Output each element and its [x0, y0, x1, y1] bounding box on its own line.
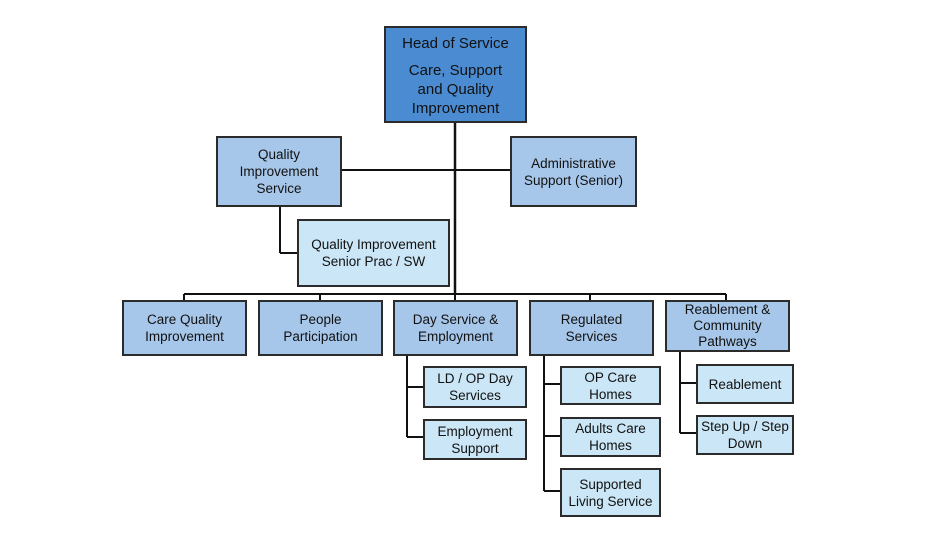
box-label-line: Quality [257, 147, 301, 162]
administrative-support-box: Administrative Support (Senior) [510, 136, 637, 207]
head-subtitle-line: Improvement [411, 100, 500, 117]
head-subtitle-line: Care, Support [408, 62, 503, 79]
box-label-line: LD / OP Day [437, 371, 513, 386]
box-label-line: Down [727, 436, 763, 451]
box-label-line: Homes [589, 438, 632, 453]
box-label-line: Employment [437, 423, 513, 439]
box-label-line: Employment [417, 329, 494, 344]
box-label-line: Service [256, 181, 302, 196]
box-label-line: Day Service & [412, 312, 499, 327]
head-subtitle-line: and Quality [417, 81, 494, 98]
box-label-line: OP Care [584, 369, 637, 385]
head-title: Head of Service [402, 35, 509, 52]
child-box-employment-support: Employment Support [423, 419, 527, 460]
box-label-line: Services [565, 329, 618, 344]
box-label-line: Services [449, 388, 501, 403]
box-label-line: Support (Senior) [523, 172, 624, 188]
child-box-reablement: Reablement [696, 364, 794, 404]
box-label-line: Adults Care [575, 421, 646, 436]
department-box-day-service: Day Service & Employment [393, 300, 518, 356]
department-box-people-participation: People Participation [258, 300, 383, 356]
department-box-reablement: Reablement & Community Pathways [665, 300, 790, 352]
box-label-line: Improvement [145, 329, 224, 344]
head-of-service-box: Head of Service Care, Support and Qualit… [384, 26, 527, 123]
box-label-line: Administrative [531, 155, 616, 171]
box-label-line: Step Up / Step [701, 419, 789, 434]
box-label-line: Homes [589, 386, 632, 402]
department-box-care-quality: Care Quality Improvement [122, 300, 247, 356]
child-box-step-up-step-down: Step Up / Step Down [696, 415, 794, 455]
quality-improvement-senior-box: Quality Improvement Senior Prac / SW [297, 219, 450, 287]
box-label-line: People [299, 312, 342, 327]
box-label-line: Pathways [698, 334, 757, 349]
box-label-line: Participation [283, 329, 358, 344]
box-label-line: Reablement & [684, 302, 771, 317]
box-label-line: Support [451, 440, 499, 456]
child-box-adults-care-homes: Adults Care Homes [560, 417, 661, 457]
box-label-line: Regulated [560, 312, 623, 327]
box-label-line: Supported [579, 476, 642, 492]
box-label-line: Community [693, 318, 762, 333]
child-box-op-care-homes: OP Care Homes [560, 366, 661, 405]
child-box-ld-op-day-services: LD / OP Day Services [423, 366, 527, 408]
department-box-regulated-services: Regulated Services [529, 300, 654, 356]
box-label-line: Quality Improvement [311, 237, 436, 252]
box-label-line: Care Quality [146, 312, 223, 327]
box-label-line: Living Service [568, 493, 653, 509]
box-label-line: Reablement [708, 376, 782, 392]
box-label-line: Senior Prac / SW [321, 254, 426, 269]
quality-improvement-service-box: Quality Improvement Service [216, 136, 342, 207]
child-box-supported-living: Supported Living Service [560, 468, 661, 517]
box-label-line: Improvement [239, 164, 319, 179]
